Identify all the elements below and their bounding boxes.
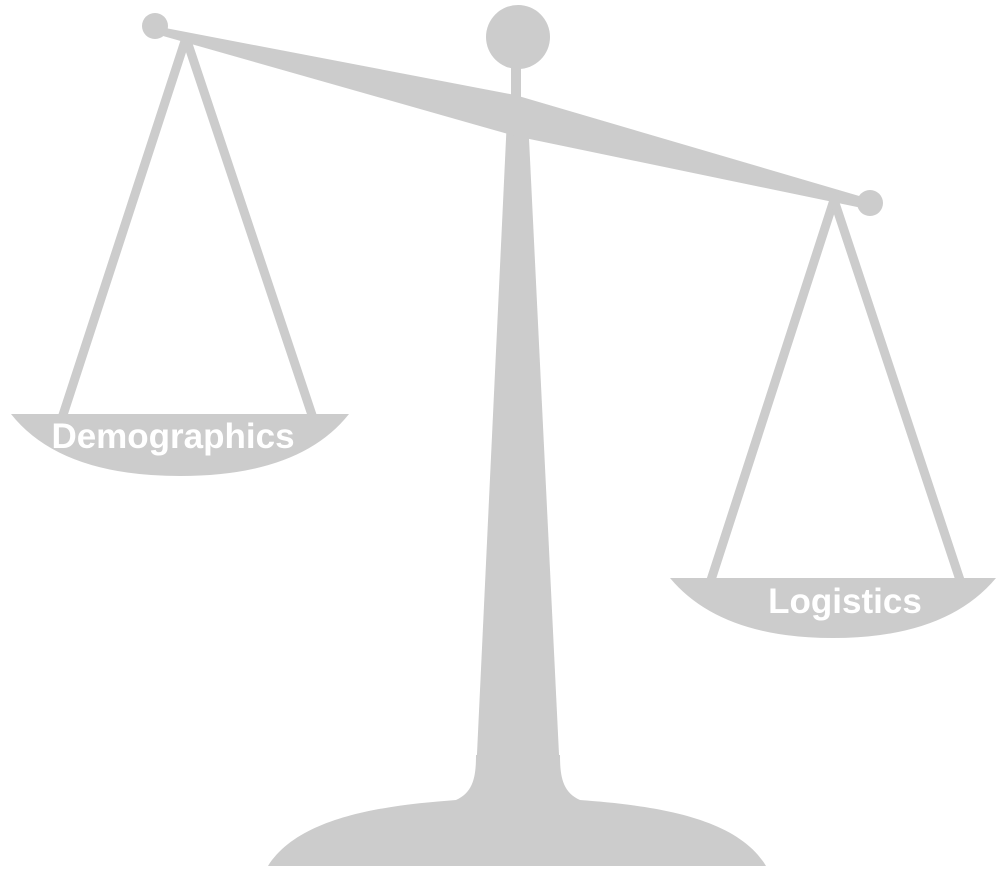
left-pan-string-left	[57, 33, 191, 423]
scale-neck	[511, 60, 521, 122]
left-pan	[11, 414, 349, 476]
scale-base	[268, 755, 766, 866]
scale-stem	[476, 118, 560, 775]
right-pan	[670, 578, 996, 638]
left-pan-label: Demographics	[51, 417, 294, 456]
right-pan-label: Logistics	[768, 582, 922, 621]
right-pan-string-left	[706, 195, 839, 585]
right-pan-string-right	[829, 195, 965, 585]
top-knob	[486, 5, 550, 69]
left-beam-end-knob	[142, 13, 168, 39]
scale-beam	[156, 27, 866, 208]
left-pan-string-right	[181, 33, 318, 423]
right-beam-end-knob	[857, 190, 883, 216]
